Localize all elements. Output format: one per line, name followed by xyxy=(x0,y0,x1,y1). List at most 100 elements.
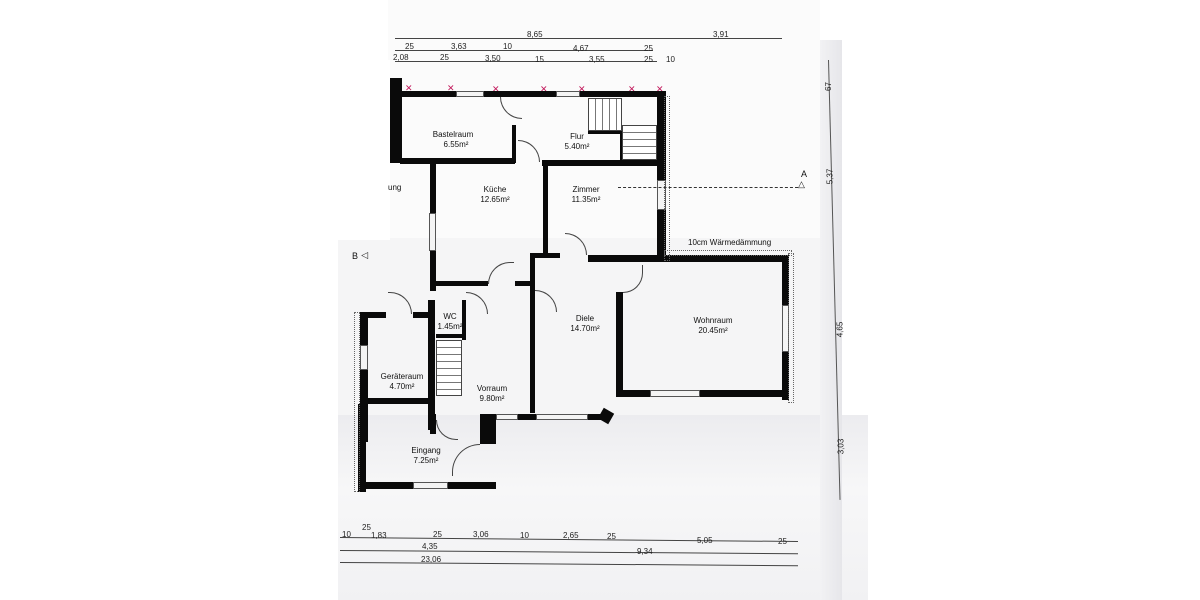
wall xyxy=(588,255,788,262)
wall xyxy=(782,255,789,305)
room-area: 5.40m² xyxy=(564,142,590,151)
wall xyxy=(530,253,560,258)
room-area: 12.65m² xyxy=(480,195,510,204)
room-diele: Diele 14.70m² xyxy=(565,314,605,334)
room-geraeteraum: Geräteraum 4.70m² xyxy=(378,372,426,392)
window xyxy=(650,390,700,397)
staircase-upper xyxy=(588,98,622,131)
wall xyxy=(360,312,386,318)
dim-label: 2,08 xyxy=(393,53,409,62)
insulation-line xyxy=(788,253,794,403)
room-name: WC xyxy=(443,312,457,321)
window xyxy=(556,91,580,97)
dim-label: 67 xyxy=(823,82,833,91)
dim-label: 8,65 xyxy=(527,30,543,39)
wall xyxy=(436,281,488,286)
wall xyxy=(580,91,666,97)
insulation-line xyxy=(354,312,360,492)
wall xyxy=(400,158,515,164)
x-marker-icon: ✕ xyxy=(540,84,548,94)
wall xyxy=(518,414,536,420)
dim-label: 10 xyxy=(666,55,675,64)
triangle-marker-icon: △ xyxy=(358,252,369,259)
dim-label: 10 xyxy=(503,42,512,51)
dim-label: 4,35 xyxy=(422,542,438,551)
insulation-note: 10cm Wärmedämmung xyxy=(688,238,772,247)
room-name: Vorraum xyxy=(476,384,508,393)
dim-label: 25 xyxy=(362,523,371,532)
room-bastelraum: Bastelraum 6.55m² xyxy=(430,130,476,150)
dim-line xyxy=(395,50,653,51)
paper-cutout xyxy=(330,60,390,240)
dim-label: 23,06 xyxy=(421,555,442,564)
room-name: Zimmer xyxy=(572,185,600,194)
window xyxy=(657,180,666,210)
window xyxy=(413,482,448,489)
dim-label: 3,50 xyxy=(485,54,501,63)
wall xyxy=(368,398,430,404)
staircase-lower xyxy=(436,340,462,396)
wall xyxy=(543,163,548,253)
wall xyxy=(484,91,556,97)
dim-label: 25 xyxy=(644,55,653,64)
paper-sheet-lower xyxy=(338,415,868,600)
room-area: 20.45m² xyxy=(698,326,728,335)
wall xyxy=(360,312,368,442)
wall xyxy=(480,414,496,444)
wall xyxy=(588,414,602,420)
window xyxy=(429,213,436,251)
room-name: Flur xyxy=(570,132,584,141)
x-marker-icon: ✕ xyxy=(447,83,455,93)
window xyxy=(360,345,368,370)
dim-label: 9,34 xyxy=(637,547,653,556)
section-label-a: A xyxy=(801,169,808,179)
room-area: 4.70m² xyxy=(389,382,415,391)
wall xyxy=(616,390,650,397)
wall xyxy=(588,131,622,134)
dim-label: 3,91 xyxy=(713,30,729,39)
section-label-b: B xyxy=(352,251,359,261)
dim-label: 5,05 xyxy=(697,536,713,545)
x-marker-icon: ✕ xyxy=(656,84,664,94)
wall xyxy=(436,334,466,338)
wall xyxy=(430,414,436,434)
room-area: 9.80m² xyxy=(479,394,505,403)
room-vorraum: Vorraum 9.80m² xyxy=(472,384,512,404)
room-name: Bastelraum xyxy=(432,130,474,139)
room-area: 11.35m² xyxy=(571,195,601,204)
section-line-a xyxy=(618,187,798,188)
dim-label: 25 xyxy=(405,42,414,51)
wall xyxy=(390,78,402,163)
dim-label: 25 xyxy=(607,532,616,541)
dim-line xyxy=(395,38,782,39)
room-flur: Flur 5.40m² xyxy=(557,132,597,152)
room-name: Küche xyxy=(483,185,507,194)
dim-label: 4,65 xyxy=(835,321,845,338)
dim-line xyxy=(395,61,657,62)
wall xyxy=(620,131,623,163)
wall xyxy=(430,163,436,213)
wall xyxy=(512,125,516,163)
dim-label: 3,06 xyxy=(473,530,489,539)
room-zimmer: Zimmer 11.35m² xyxy=(565,185,607,205)
room-name: Eingang xyxy=(411,446,441,455)
insulation-line xyxy=(664,96,670,261)
x-marker-icon: ✕ xyxy=(492,84,500,94)
room-area: 7.25m² xyxy=(413,456,439,465)
wall xyxy=(530,253,535,413)
dim-label: 25 xyxy=(644,44,653,53)
dim-label: 5,37 xyxy=(825,168,835,185)
dim-label: 2,65 xyxy=(563,531,579,540)
paper-fold-right xyxy=(820,40,842,600)
window xyxy=(536,414,588,420)
dim-label: 25 xyxy=(778,537,787,546)
room-area: 1.45m² xyxy=(437,322,463,331)
dim-label: 15 xyxy=(535,55,544,64)
dim-label: 3,55 xyxy=(589,55,605,64)
insulation-line xyxy=(664,250,792,256)
wall xyxy=(358,482,413,489)
dim-label: 3,03 xyxy=(836,438,846,455)
dim-label: 4,67 xyxy=(573,44,589,53)
window xyxy=(496,414,518,420)
room-eingang: Eingang 7.25m² xyxy=(406,446,446,466)
